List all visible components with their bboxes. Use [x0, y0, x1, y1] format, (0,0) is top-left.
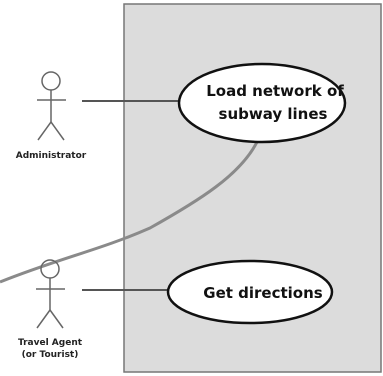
actor-label-administrator: Administrator: [16, 151, 87, 161]
actor-right-leg: [49, 309, 64, 329]
actor-label-travel-agent-line-2: (or Tourist): [22, 350, 79, 360]
actor-left-leg: [36, 309, 51, 329]
curved-connector-line: [0, 141, 259, 284]
actor-head: [41, 71, 61, 91]
actor-right-leg: [50, 121, 65, 141]
use-case-load-network: [177, 62, 347, 144]
use-case-get-directions: [166, 259, 334, 325]
use-case-label-load-network-line-1: Load network of: [206, 82, 344, 100]
actor-label-travel-agent-line-1: Travel Agent: [18, 338, 83, 348]
use-case-label-get-directions: Get directions: [203, 284, 323, 302]
actor-left-leg: [37, 121, 52, 141]
actor-administrator: [37, 71, 66, 141]
use-case-label-load-network-line-2: subway lines: [219, 105, 328, 123]
actor-travel-agent: [36, 259, 65, 329]
